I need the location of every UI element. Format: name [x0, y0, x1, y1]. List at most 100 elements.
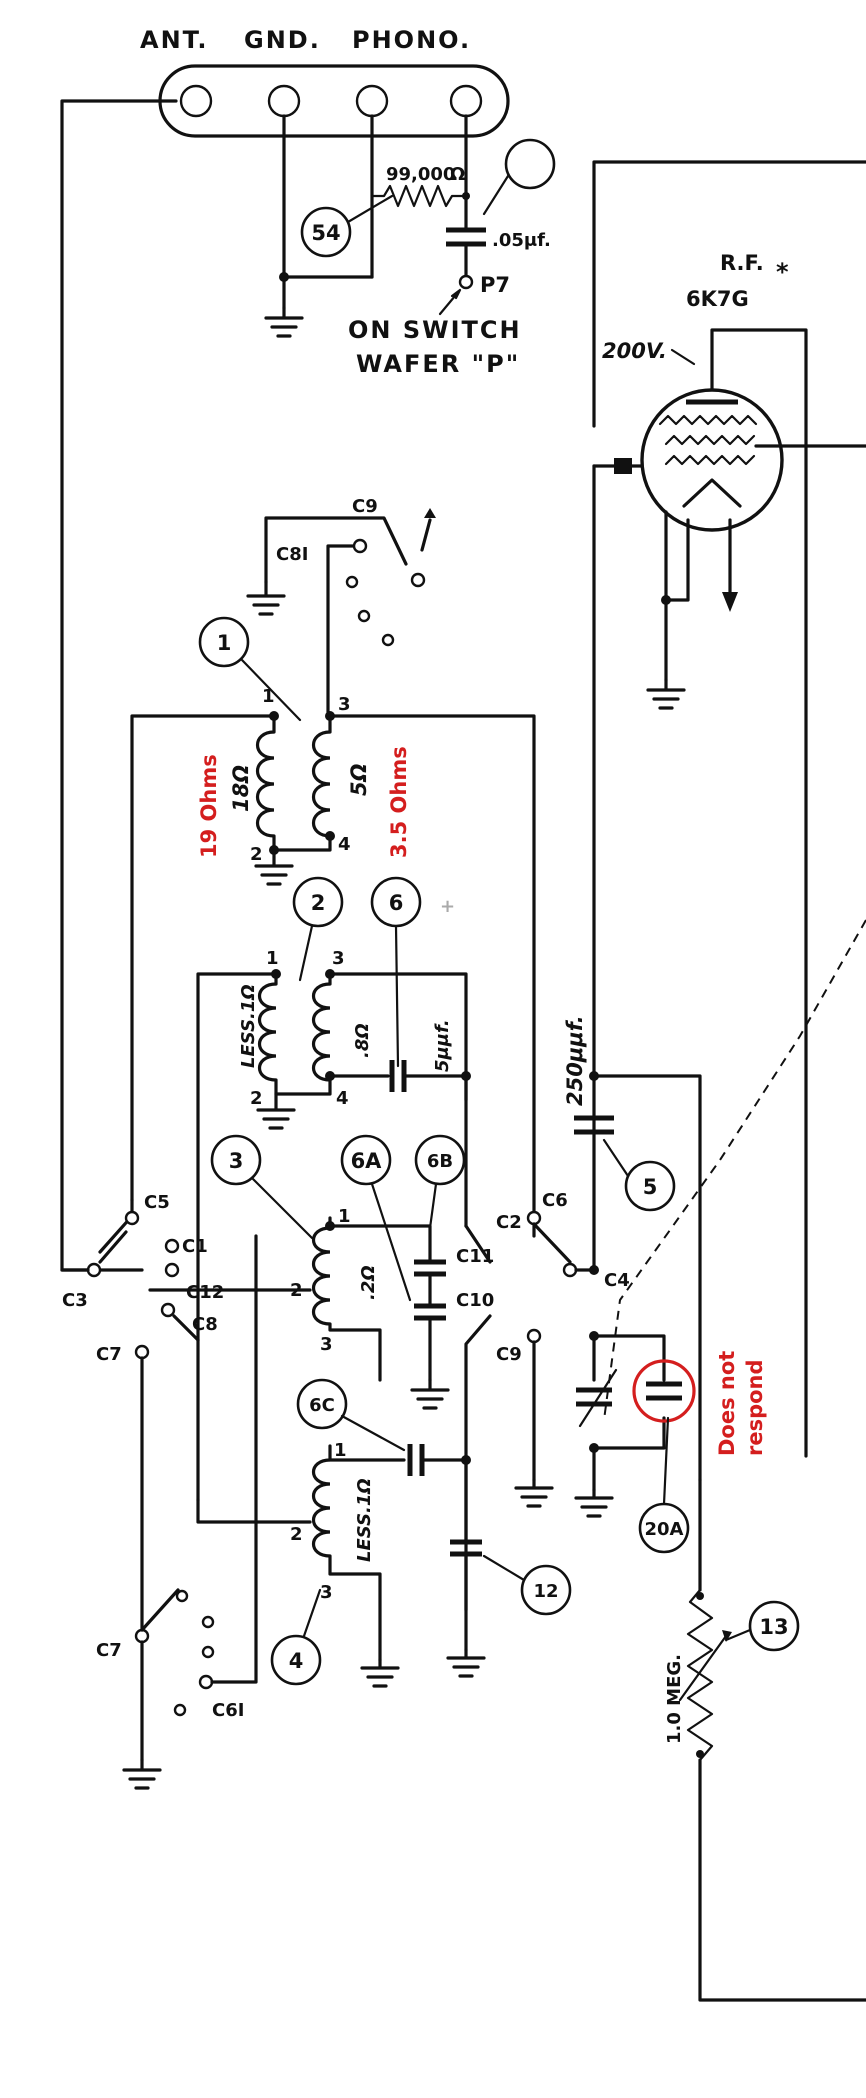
phono-resistor	[370, 184, 468, 208]
p7-label: P7	[480, 273, 510, 297]
c11-wire	[464, 1224, 492, 1264]
coil2-pin1: 1	[266, 948, 279, 969]
cap-6a	[414, 1259, 446, 1277]
cap-12	[574, 1115, 614, 1135]
gnd-terminal[interactable]	[267, 84, 301, 118]
antenna-lead	[60, 99, 178, 1272]
callout-4-label: 4	[289, 1649, 304, 1673]
coil1-pin4: 4	[338, 834, 351, 855]
coil2-pin3: 3	[332, 948, 345, 969]
c8-contact[interactable]	[160, 1302, 176, 1318]
contact-c3: C3	[62, 1290, 88, 1311]
c8i-contact[interactable]	[352, 538, 368, 554]
c7-switch-arm	[140, 1588, 180, 1632]
callout-1-label: 1	[217, 631, 232, 655]
ground-symbol	[514, 1478, 554, 1508]
cap-5-value: 5μμf.	[432, 1019, 453, 1072]
c3-contact[interactable]	[86, 1262, 102, 1278]
tube-type: 6K7G	[686, 287, 749, 311]
junction-dot	[589, 1331, 599, 1341]
callout-6-label: 6A	[351, 1149, 383, 1173]
registration-mark: +	[440, 896, 455, 917]
coil3-res: .2Ω	[358, 1265, 379, 1300]
callout-53-leader	[346, 194, 394, 224]
coil2-pin4: 4	[336, 1088, 349, 1109]
c8-wire	[172, 1314, 200, 1342]
callout-6a	[414, 1134, 466, 1186]
c12-contact[interactable]	[164, 1262, 180, 1278]
c2-contact[interactable]	[526, 1210, 542, 1226]
p7-contact[interactable]	[458, 274, 474, 290]
c9-contact-right[interactable]	[526, 1328, 542, 1344]
switch-dot	[173, 1703, 187, 1717]
callout-4-leader	[302, 1588, 322, 1638]
coil2-secondary	[312, 982, 331, 1082]
coil4-res: LESS.1Ω	[354, 1478, 375, 1562]
coil1-pin1-dot	[269, 711, 279, 721]
callout-53	[300, 206, 352, 258]
cap-6b	[407, 1444, 425, 1476]
switch-dot	[201, 1645, 215, 1659]
switch-dot	[201, 1615, 215, 1629]
contact-c7-bottom: C7	[96, 1640, 122, 1661]
coil1-secondary-res: 5Ω	[347, 763, 371, 796]
c8i-wire	[326, 544, 358, 714]
c5-contact[interactable]	[124, 1210, 140, 1226]
coil4-pin3: 3	[320, 1582, 333, 1603]
contact-c7-top: C7	[96, 1344, 122, 1365]
coil2-bottom	[274, 1074, 390, 1096]
gnd-lead	[282, 114, 374, 310]
coil1-pin1: 1	[262, 686, 275, 707]
callout-13	[748, 1600, 800, 1652]
c6i-contact[interactable]	[198, 1674, 214, 1690]
callout-53-label: 54	[311, 221, 340, 245]
coil1-primary	[256, 730, 275, 838]
tube-grid-3	[664, 454, 756, 466]
c7-contact-bottom[interactable]	[134, 1628, 150, 1644]
callout-6c-label: 12	[533, 1581, 558, 1602]
c7-contact-top[interactable]	[134, 1344, 150, 1360]
switch-dot	[357, 609, 371, 623]
junction-dot	[461, 1455, 471, 1465]
coil2-primary-res: LESS.1Ω	[238, 984, 259, 1068]
plate-lead	[710, 328, 808, 1458]
c3-switch	[60, 1230, 128, 1272]
callout-6-leader	[370, 1182, 412, 1302]
c9-contact[interactable]	[410, 572, 426, 588]
coil4	[312, 1458, 331, 1558]
c9-arrow	[420, 518, 432, 552]
callout-12	[624, 1160, 676, 1212]
ground-symbol	[360, 1658, 400, 1688]
cap-6b-lead	[422, 1458, 468, 1542]
cap-6c	[450, 1539, 482, 1557]
cap-6	[414, 1303, 446, 1321]
ground-symbol	[254, 848, 294, 886]
phono-terminal-a[interactable]	[355, 84, 389, 118]
tube-grid-2	[664, 434, 756, 446]
callout-6	[340, 1134, 392, 1186]
c4-contact[interactable]	[562, 1262, 578, 1278]
contact-c1: C1	[182, 1236, 208, 1257]
phono-cap-value: .05μf.	[492, 230, 551, 251]
secondary-resistance-note: 3.5 Ohms	[387, 746, 411, 858]
trimmer-a-arrow	[578, 1368, 618, 1428]
switch-dot	[381, 633, 395, 647]
phono-terminal-b[interactable]	[449, 84, 483, 118]
resistor13-lead	[698, 1478, 866, 2002]
gnd-label: GND.	[244, 26, 321, 54]
ant-terminal[interactable]	[179, 84, 213, 118]
callout-1	[198, 616, 250, 668]
coil2-secondary-res: .8Ω	[352, 1023, 373, 1058]
c1-contact[interactable]	[164, 1238, 180, 1254]
callout-6b	[296, 1378, 348, 1430]
callout-54-leader	[482, 174, 510, 216]
junction-dot	[325, 969, 335, 979]
callout-1-leader	[240, 658, 302, 722]
callout-5-leader	[394, 924, 400, 1068]
coil2-primary	[258, 982, 277, 1082]
callout-54	[504, 138, 556, 190]
callout-2-leader	[298, 924, 314, 982]
p7-arrow	[438, 288, 462, 316]
coil4-pin1: 1	[334, 1440, 347, 1461]
coil1-primary-res: 18Ω	[229, 765, 253, 812]
